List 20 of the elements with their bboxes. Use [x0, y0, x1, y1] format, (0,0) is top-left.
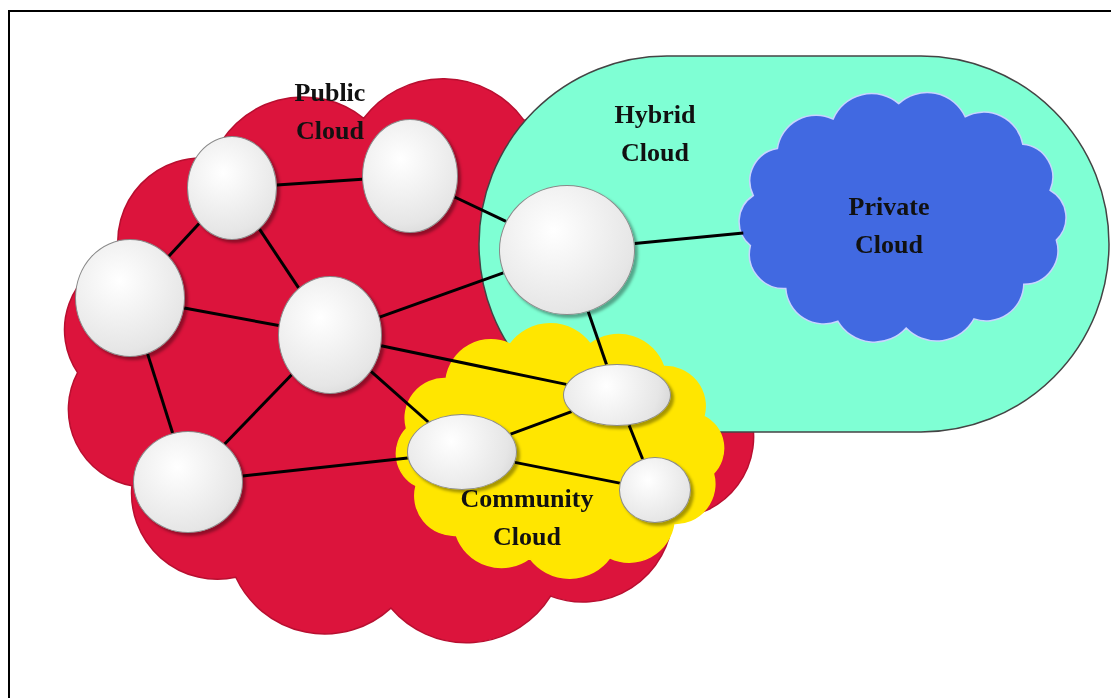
connector-line: [223, 373, 293, 446]
connector-line: [453, 195, 507, 223]
region-label: Private Cloud: [847, 191, 931, 261]
connector-line: [380, 344, 567, 386]
region-label: Public Cloud: [293, 77, 367, 147]
connector-line: [627, 424, 644, 460]
connector-line: [634, 231, 744, 245]
connector-line: [379, 271, 504, 319]
region-label: Hybrid Cloud: [613, 99, 697, 169]
region-label: Community Cloud: [459, 483, 595, 553]
connector-line: [167, 222, 201, 258]
connector-line: [146, 353, 175, 434]
connector-line: [276, 177, 363, 187]
connector-line: [370, 370, 430, 424]
connector-line: [242, 456, 408, 478]
connector-line: [586, 311, 608, 366]
connector-line: [183, 306, 279, 327]
connector-line: [514, 460, 621, 485]
connector-line: [510, 410, 572, 436]
connector-line: [258, 228, 300, 289]
